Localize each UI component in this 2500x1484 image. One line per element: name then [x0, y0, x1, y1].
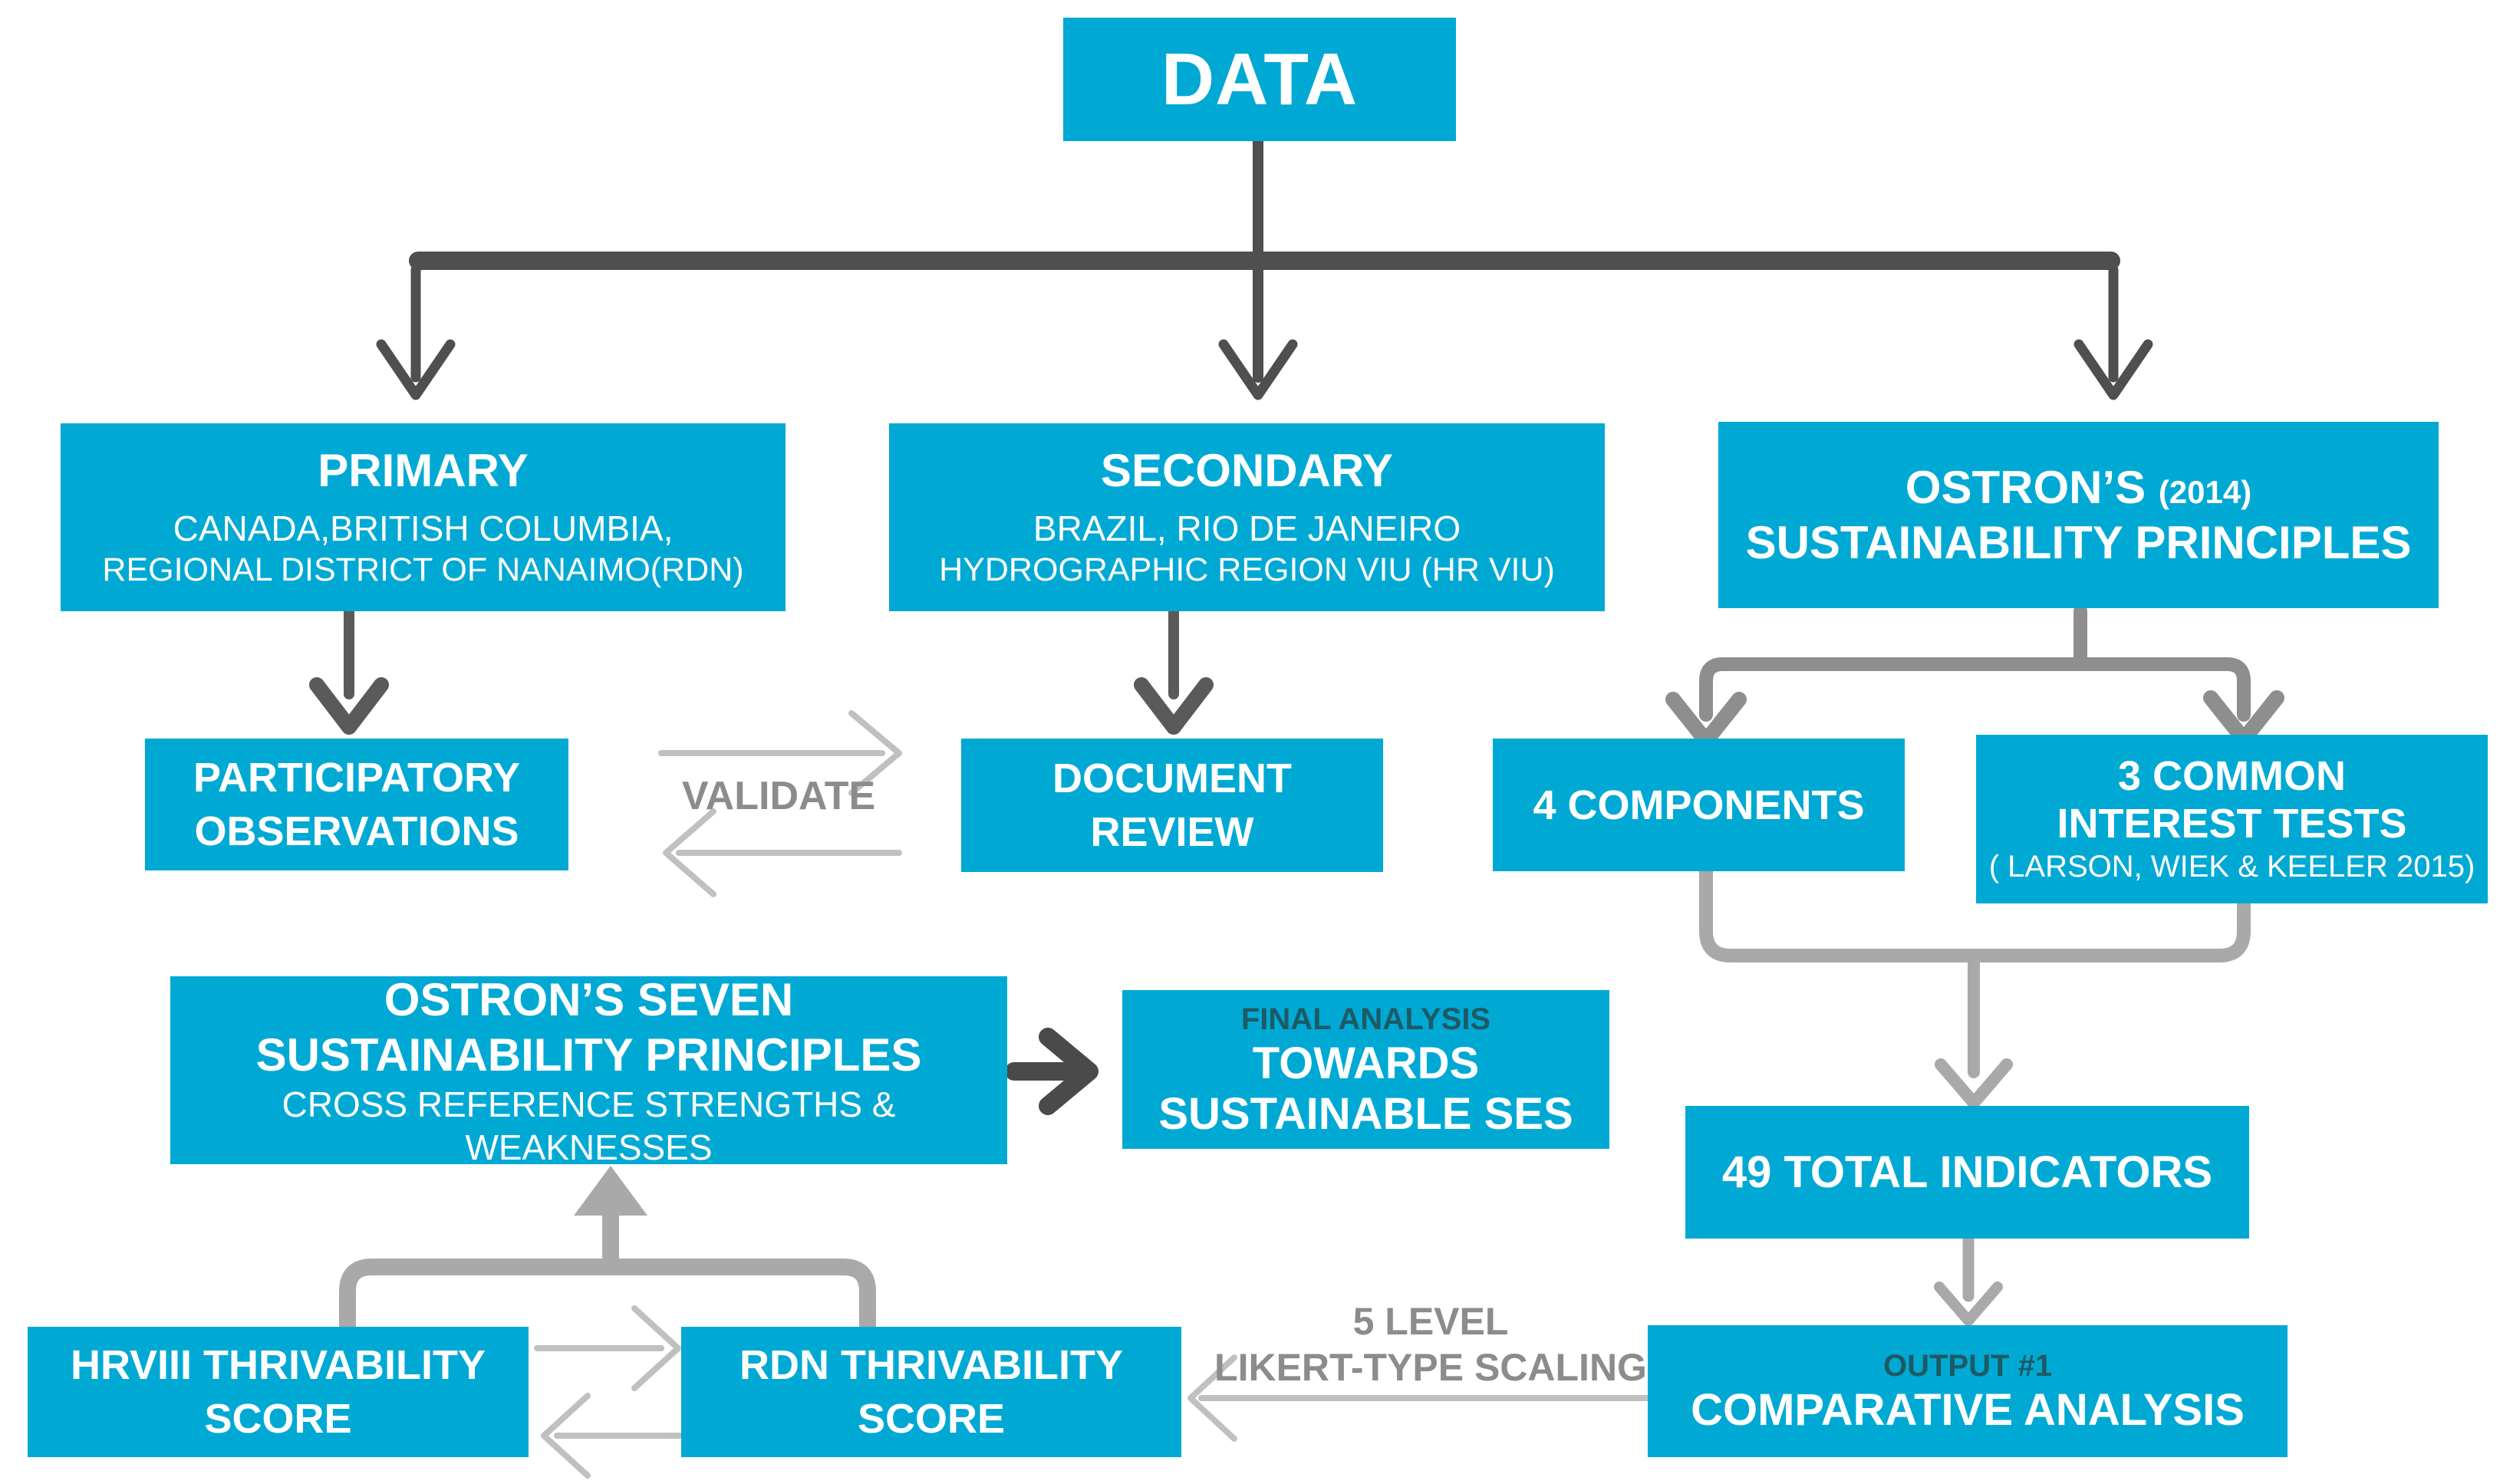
rdn-line2: SCORE: [857, 1396, 1006, 1442]
ostrons-principles-node: OSTRON’S (2014) SUSTAINABILITY PRINCIPLE…: [1718, 422, 2439, 608]
scores-up-bracket: [339, 1259, 876, 1335]
secondary-node: SECONDARY BRAZIL, RIO DE JANEIRO HYDROGR…: [889, 423, 1605, 611]
document-review-node: DOCUMENT REVIEW: [961, 739, 1383, 872]
indicators-label: 49 TOTAL INDICATORS: [1721, 1147, 2213, 1197]
likert-line1: 5 LEVEL: [1352, 1300, 1509, 1343]
likert-arrow-head-icon: [1187, 1354, 1237, 1442]
hrviii-line2: SCORE: [204, 1396, 352, 1442]
arrowhead-comparative-icon: [1934, 1282, 2003, 1326]
primary-title: PRIMARY: [318, 444, 529, 496]
seven-line3: CROSS REFERENCE STRENGTHS & WEAKNESSES: [282, 1084, 896, 1167]
participatory-line1: PARTICIPATORY: [193, 755, 520, 801]
score-arrow-right-head-icon: [631, 1305, 681, 1391]
seven-line2: SUSTAINABILITY PRINCIPLES: [255, 1028, 922, 1081]
data-node: DATA: [1063, 18, 1456, 141]
data-node-label: DATA: [1161, 38, 1359, 120]
total-indicators-node: 49 TOTAL INDICATORS: [1685, 1106, 2249, 1239]
final-kicker: FINAL ANALYSIS: [1240, 1002, 1491, 1036]
final-line2: SUSTAINABLE SES: [1158, 1088, 1573, 1139]
primary-line1: CANADA,BRITISH COLUMBIA,: [173, 508, 674, 548]
arrow-seven-to-final-head-icon: [1039, 1028, 1098, 1115]
primary-line2: REGIONAL DISTRICT OF NANAIMO(RDN): [102, 551, 744, 588]
common-line1: 3 COMMON: [2118, 753, 2346, 799]
likert-scaling-label: 5 LEVEL LIKERT-TYPE SCALING: [1201, 1298, 1661, 1390]
score-arrow-left-head-icon: [541, 1393, 591, 1479]
arrowhead-participatory-icon: [309, 677, 389, 735]
components-label: 4 COMPONENTS: [1533, 781, 1865, 828]
comparative-analysis-node: OUTPUT #1 COMPARATIVE ANALYSIS: [1648, 1325, 2288, 1457]
common-line2: INTEREST TESTS: [2057, 801, 2407, 847]
validate-label: VALIDATE: [681, 774, 876, 818]
rdn-line1: RDN THRIVABILITY: [739, 1342, 1123, 1388]
arrowhead-primary-icon: [376, 339, 456, 400]
comparative-title: COMPARATIVE ANALYSIS: [1691, 1385, 2245, 1435]
final-line1: TOWARDS: [1252, 1038, 1480, 1088]
secondary-title: SECONDARY: [1100, 444, 1394, 496]
ostrons-year: (2014): [2158, 473, 2252, 510]
four-components-node: 4 COMPONENTS: [1493, 739, 1905, 871]
ostrons-title-line: OSTRON’S (2014): [1905, 462, 2251, 518]
comparative-kicker: OUTPUT #1: [1882, 1349, 2053, 1383]
arrowhead-up-to-seven-icon: [574, 1166, 647, 1216]
rdn-thrivability-score-node: RDN THRIVABILITY SCORE: [681, 1327, 1181, 1457]
hrviii-line1: HRVIII THRIVABILITY: [70, 1342, 486, 1388]
arrowhead-secondary-icon: [1218, 339, 1298, 400]
arrowhead-ostrons-icon: [2073, 339, 2153, 400]
ostrons-title: OSTRON’S: [1905, 461, 2146, 513]
secondary-line2: HYDROGRAPHIC REGION VIU (HR VIU): [939, 551, 1555, 588]
arrowhead-indicators-icon: [1935, 1058, 2013, 1109]
likert-line2: LIKERT-TYPE SCALING: [1214, 1346, 1647, 1389]
participatory-observations-node: PARTICIPATORY OBSERVATIONS: [145, 739, 568, 870]
arrowhead-document-icon: [1134, 677, 1214, 735]
secondary-line1: BRAZIL, RIO DE JANEIRO: [1033, 508, 1461, 548]
document-line2: REVIEW: [1090, 809, 1254, 855]
ostrons-fork-bracket: [1699, 657, 2251, 722]
participatory-line2: OBSERVATIONS: [194, 808, 519, 854]
ostrons-line2: SUSTAINABILITY PRINCIPLES: [1745, 516, 2412, 568]
validate-arrow-right-head-icon: [848, 710, 902, 796]
primary-node: PRIMARY CANADA,BRITISH COLUMBIA, REGIONA…: [61, 423, 786, 611]
final-analysis-node: FINAL ANALYSIS TOWARDS SUSTAINABLE SES: [1122, 990, 1609, 1149]
common-line3: ( LARSON, WIEK & KEELER 2015): [1988, 850, 2475, 883]
hrviii-thrivability-score-node: HRVIII THRIVABILITY SCORE: [28, 1327, 529, 1457]
seven-line1: OSTRON’S SEVEN: [384, 973, 794, 1025]
validate-arrow-left-head-icon: [663, 808, 716, 897]
document-line1: DOCUMENT: [1052, 755, 1292, 801]
common-interest-tests-node: 3 COMMON INTEREST TESTS ( LARSON, WIEK &…: [1976, 735, 2488, 903]
ostrons-seven-principles-node: OSTRON’S SEVEN SUSTAINABILITY PRINCIPLES…: [170, 974, 1007, 1167]
